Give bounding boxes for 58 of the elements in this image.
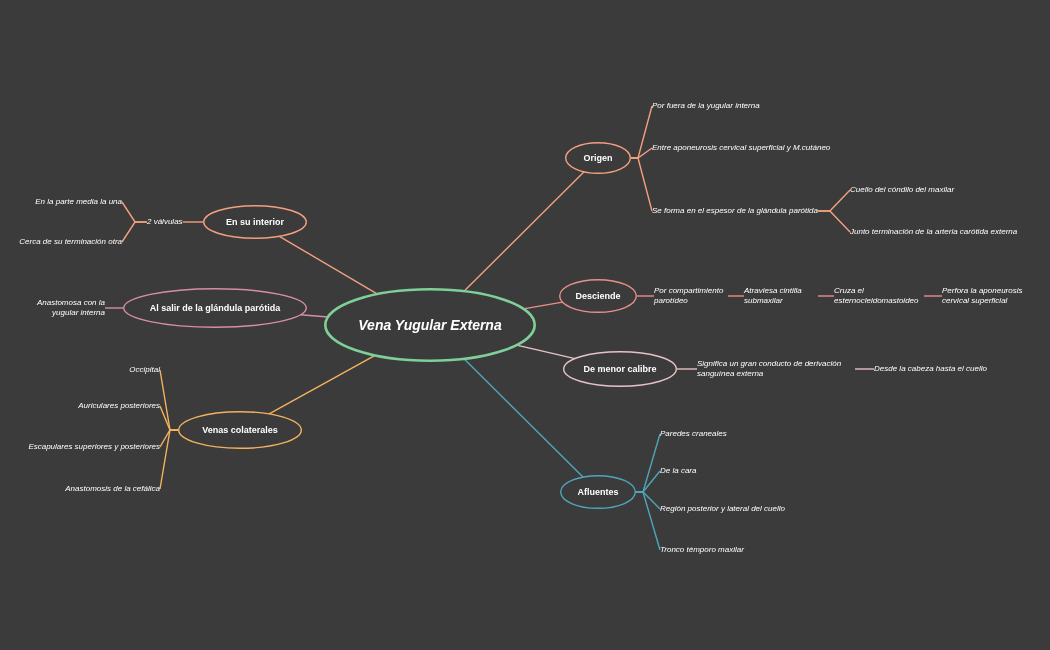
subtopic-text: Se forma en el espesor de la glándula parótida <box>652 206 818 216</box>
connector-line <box>104 307 124 309</box>
subtopic-text: Escapulares superiores y posteriores <box>28 442 160 452</box>
connector-line <box>817 295 835 297</box>
topic-text: De menor calibre <box>583 363 657 375</box>
connector-line <box>522 301 564 310</box>
subtopic-text: Tronco témporo maxilar <box>660 545 744 555</box>
topic-text: Venas colaterales <box>202 424 278 436</box>
topic-text: Desciende <box>575 290 621 302</box>
subtopic-text: Desde la cabeza hasta el cuello <box>874 364 987 374</box>
topic-text: Origen <box>583 152 613 164</box>
connector-line <box>299 314 329 318</box>
subtopic-text: Junto terminación de la arteria carótida externa <box>850 227 1018 237</box>
connector-line <box>159 429 179 490</box>
subtopic-text: Cruza el esternocleidomastoideo <box>834 286 924 306</box>
subtopic-text: Atraviesa cintilla submaxilar <box>744 286 818 306</box>
topic-ellipse <box>563 351 677 387</box>
subtopic-text: Paredes craneales <box>660 429 727 439</box>
connector-line <box>181 221 204 223</box>
subtopic-text: Entre aponeurosis cervical superficial y M.cutáneo <box>652 143 831 153</box>
subtopic-text: Por compartimiento parotídeo <box>654 286 728 306</box>
central-topic-ellipse <box>324 288 536 362</box>
connector-line <box>463 171 585 292</box>
topic-ellipse <box>123 288 307 328</box>
connector-line <box>630 157 653 212</box>
connector-line <box>278 235 379 295</box>
subtopic-text: De la cara <box>660 466 697 476</box>
connector-line <box>636 295 655 297</box>
subtopic-text: Auriculares posteriores <box>78 401 160 411</box>
connector-line <box>727 295 745 297</box>
subtopic-text: Cuello del cóndilo del maxilar <box>850 185 955 195</box>
topic-ellipse <box>203 205 307 239</box>
connector-line <box>268 354 376 415</box>
topic-text: Al salir de la glándula parótida <box>149 302 281 314</box>
subtopic-text: Por fuera de la yugular interna <box>652 101 760 111</box>
topic-text: Afluentes <box>577 486 619 498</box>
subtopic-text: En la parte media la una <box>35 197 122 207</box>
connector-line <box>817 210 851 233</box>
connector-line <box>463 358 584 478</box>
subtopic-text: 2 válvulas <box>147 217 183 227</box>
topic-ellipse <box>560 475 636 509</box>
central-topic-text: Vena Yugular Externa <box>358 316 502 334</box>
subtopic-text: Anastomosis de la cefálica <box>65 484 160 494</box>
subtopic-text: Occipital <box>129 365 160 375</box>
connector-line <box>121 221 148 243</box>
connector-line <box>635 491 661 551</box>
topic-ellipse <box>565 142 631 174</box>
topic-ellipse <box>178 411 302 449</box>
connector-line <box>676 368 698 370</box>
topic-text: En su interior <box>226 216 284 228</box>
subtopic-text: Perfora la aponeurosis cervical superficial <box>942 286 1032 306</box>
topic-ellipse <box>559 279 637 313</box>
subtopic-text: Cerca de su terminación otra <box>19 237 122 247</box>
connector-line <box>854 368 875 370</box>
subtopic-text: Anastomosa con la yugular interna <box>25 298 105 318</box>
subtopic-text: Significa un gran conducto de derivación sanguínea externa <box>697 359 855 379</box>
connector-line <box>923 295 943 297</box>
subtopic-text: Región posterior y lateral del cuello <box>660 504 785 514</box>
